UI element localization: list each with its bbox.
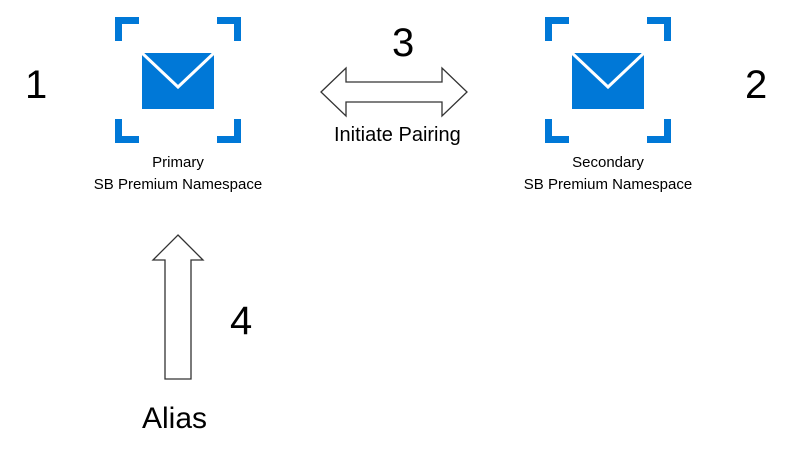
step-number-1: 1: [25, 63, 48, 107]
step-number-3: 3: [392, 21, 415, 65]
step-number-4: 4: [230, 299, 253, 343]
primary-caption: Primary SB Premium Namespace: [68, 152, 288, 196]
pairing-label: Initiate Pairing: [334, 124, 461, 146]
secondary-caption: Secondary SB Premium Namespace: [498, 152, 718, 196]
primary-title: Primary: [152, 154, 204, 171]
alias-label: Alias: [142, 402, 208, 435]
double-arrow-icon: [318, 64, 470, 120]
step-number-2: 2: [745, 63, 768, 107]
primary-servicebus-icon: [115, 17, 241, 143]
up-arrow-icon: [150, 232, 206, 382]
secondary-servicebus-icon: [545, 17, 671, 143]
primary-subtitle: SB Premium Namespace: [93, 176, 263, 193]
secondary-title: Secondary: [572, 154, 644, 171]
secondary-subtitle: SB Premium Namespace: [523, 176, 693, 193]
